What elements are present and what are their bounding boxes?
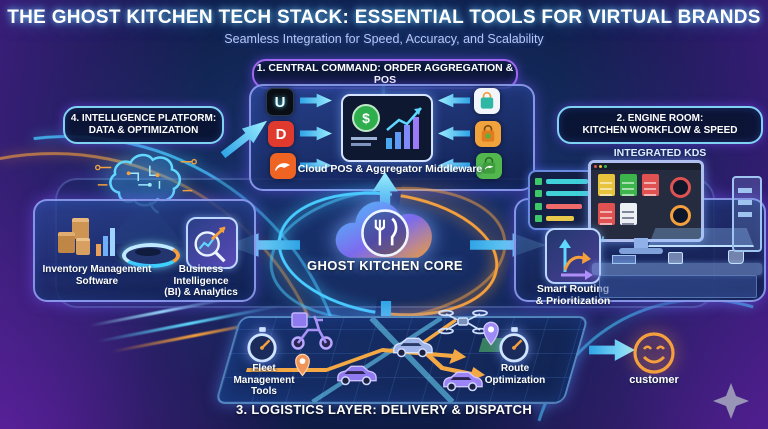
fleet-label: Fleet Management Tools — [233, 363, 295, 397]
prep-tray — [612, 255, 636, 264]
bag-glyph — [481, 124, 495, 142]
route-stopwatch-icon — [499, 327, 529, 363]
customer-label: customer — [629, 374, 679, 386]
delivery-drone-icon — [438, 309, 488, 335]
pos-dollar-badge: $ — [352, 104, 380, 132]
fleet-stopwatch-icon — [247, 327, 277, 363]
to-customer-arrow — [589, 339, 635, 361]
delivery-swoosh-app-icon — [270, 153, 296, 179]
intelligence-badge-label: 4. INTELLIGENCE PLATFORM: DATA & OPTIMIZ… — [70, 113, 217, 136]
kitchen-counter-base — [599, 275, 757, 298]
kds-dot — [604, 165, 607, 168]
sparkle-icon — [713, 383, 749, 419]
monitor-stand — [634, 238, 648, 249]
box — [72, 218, 89, 239]
smart-routing-arrows-icon — [545, 228, 601, 284]
kds-label: INTEGRATED KDS — [613, 147, 707, 159]
routing-label: Smart Routing & Prioritization — [535, 283, 611, 307]
delivery-car-icon — [337, 365, 377, 386]
map-pin-icon — [483, 321, 499, 346]
kds-timer — [670, 205, 691, 226]
kitchen-counter-icon — [592, 263, 762, 275]
routing-glyph — [559, 239, 593, 280]
queue-dot — [535, 190, 542, 198]
orange-bag-app-icon — [475, 121, 501, 147]
queue-bar — [546, 215, 574, 221]
mini-bar — [110, 228, 115, 256]
green-bag-app-icon — [476, 153, 502, 179]
queue-dot — [535, 178, 542, 185]
kds-ticket — [598, 174, 615, 196]
kds-timer — [670, 177, 691, 198]
mini-bar — [96, 244, 101, 256]
printer-slot — [738, 188, 752, 193]
bag-glyph — [482, 156, 496, 174]
mini-bar — [103, 236, 108, 256]
map-pin-icon — [295, 353, 310, 377]
kds-ticket — [620, 174, 637, 196]
pos-text-line — [351, 137, 377, 140]
delivery-car-icon — [443, 371, 483, 392]
page-title: THE GHOST KITCHEN TECH STACK: ESSENTIAL … — [7, 7, 761, 28]
platform-center — [135, 248, 161, 256]
queue-row — [535, 190, 593, 198]
queue-dot — [535, 202, 542, 210]
logistics-title: 3. LOGISTICS LAYER: DELIVERY & DISPATCH — [235, 402, 533, 417]
queue-row — [535, 214, 593, 222]
inventory-label: Inventory Management Software — [42, 264, 152, 287]
cloud-pos-tablet-icon: $ — [341, 94, 433, 162]
dollar-sign: $ — [362, 110, 370, 126]
bi-label: Business Intelligence (BI) & Analytics — [164, 264, 238, 298]
monitor-base — [619, 248, 663, 254]
queue-bar — [546, 179, 588, 184]
pos-text-line — [351, 143, 371, 146]
kds-ticket — [642, 174, 659, 196]
doordash-app-icon: D — [268, 121, 294, 147]
kds-ticket — [620, 203, 637, 225]
kds-dot — [594, 165, 597, 168]
customer-smiley-icon — [633, 332, 675, 374]
kitchen-hood — [648, 228, 754, 247]
page-subtitle: Seamless Integration for Speed, Accuracy… — [224, 32, 544, 46]
route-label: Route Optimization — [484, 363, 546, 386]
kds-ticket — [598, 203, 615, 225]
hologram-platform-icon — [116, 236, 182, 268]
delivery-scooter-icon — [291, 312, 333, 350]
queue-row — [535, 202, 593, 210]
kds-dot — [599, 165, 602, 168]
printer-slot — [738, 212, 752, 217]
core-label: GHOST KITCHEN CORE — [307, 258, 463, 273]
queue-row — [535, 178, 593, 185]
central-command-badge-label: 1. CENTRAL COMMAND: ORDER AGGREGATION & … — [256, 62, 514, 86]
box — [58, 232, 75, 253]
inventory-boxes-icon — [56, 218, 116, 262]
teal-bag-app-icon — [474, 88, 500, 114]
bag-glyph — [480, 91, 494, 109]
queue-bar — [546, 203, 582, 209]
platform-ring-glow — [122, 243, 180, 268]
delivery-car-icon — [393, 337, 433, 358]
cooking-pot — [728, 250, 744, 264]
kds-topbar — [591, 163, 701, 170]
intelligence-badge: 4. INTELLIGENCE PLATFORM: DATA & OPTIMIZ… — [63, 106, 224, 144]
printer-slot — [738, 200, 752, 205]
magnifier-chart-glyph — [194, 226, 226, 263]
engine-room-badge: 2. ENGINE ROOM: KITCHEN WORKFLOW & SPEED — [557, 106, 763, 144]
bi-magnifier-chart-icon — [186, 217, 238, 269]
engine-room-badge-label: 2. ENGINE ROOM: KITCHEN WORKFLOW & SPEED — [582, 113, 738, 136]
cooking-pot — [668, 252, 683, 264]
swoosh-glyph — [275, 163, 290, 171]
box — [76, 238, 90, 255]
queue-bar — [545, 191, 593, 197]
pos-chart — [386, 107, 422, 149]
uber-eats-letter: U — [274, 93, 286, 111]
uber-eats-app-icon: U — [266, 88, 294, 116]
cloud-fork-knife-icon — [335, 201, 432, 258]
queue-dot — [535, 214, 542, 222]
doordash-letter: D — [275, 125, 287, 143]
pass-through-printer-icon — [732, 176, 762, 252]
central-command-caption: Cloud POS & Aggregator Middleware — [297, 163, 483, 175]
